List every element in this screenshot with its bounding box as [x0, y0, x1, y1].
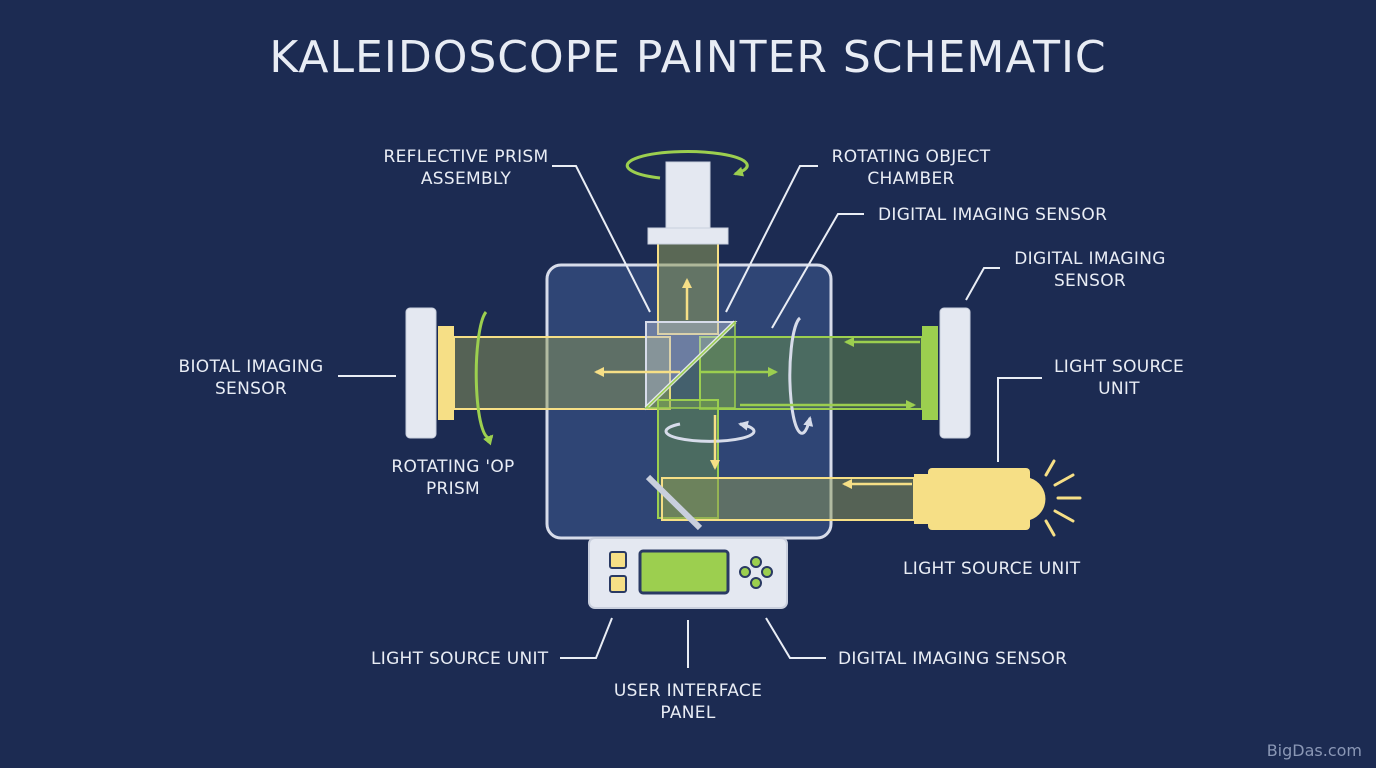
label-reflective-prism-assembly: REFLECTIVE PRISM ASSEMBLY [383, 147, 549, 189]
user-interface-panel [588, 537, 788, 609]
label-user-interface-panel: USER INTERFACE PANEL [613, 681, 763, 723]
label-digital-imaging-sensor-right: DIGITAL IMAGING SENSOR [1014, 249, 1166, 291]
label-light-source-unit-bottom-right: LIGHT SOURCE UNIT [903, 559, 1081, 579]
diagram-title: KALEIDOSCOPE PAINTER SCHEMATIC [269, 32, 1107, 83]
biotal-imaging-sensor [405, 307, 494, 446]
label-light-source-unit-bottom-left: LIGHT SOURCE UNIT [371, 649, 549, 669]
label-biotal-imaging-sensor: BIOTAL IMAGING SENSOR [178, 357, 324, 399]
rotating-op-prism-ring [664, 420, 756, 443]
watermark: BigDas.com [1266, 741, 1362, 760]
reflective-prism [644, 320, 738, 411]
label-digital-imaging-sensor-top: DIGITAL IMAGING SENSOR [878, 205, 1108, 225]
lower-mirror [645, 474, 703, 531]
label-rotating-op-prism: ROTATING 'OP PRISM [391, 457, 515, 499]
digital-imaging-sensor-right [788, 307, 971, 439]
label-digital-imaging-sensor-bottom: DIGITAL IMAGING SENSOR [838, 649, 1068, 669]
label-rotating-object-chamber: ROTATING OBJECT CHAMBER [831, 147, 991, 189]
label-light-source-unit-right: LIGHT SOURCE UNIT [1053, 357, 1185, 399]
light-source-unit [914, 459, 1082, 537]
rotating-object-chamber [625, 150, 749, 245]
